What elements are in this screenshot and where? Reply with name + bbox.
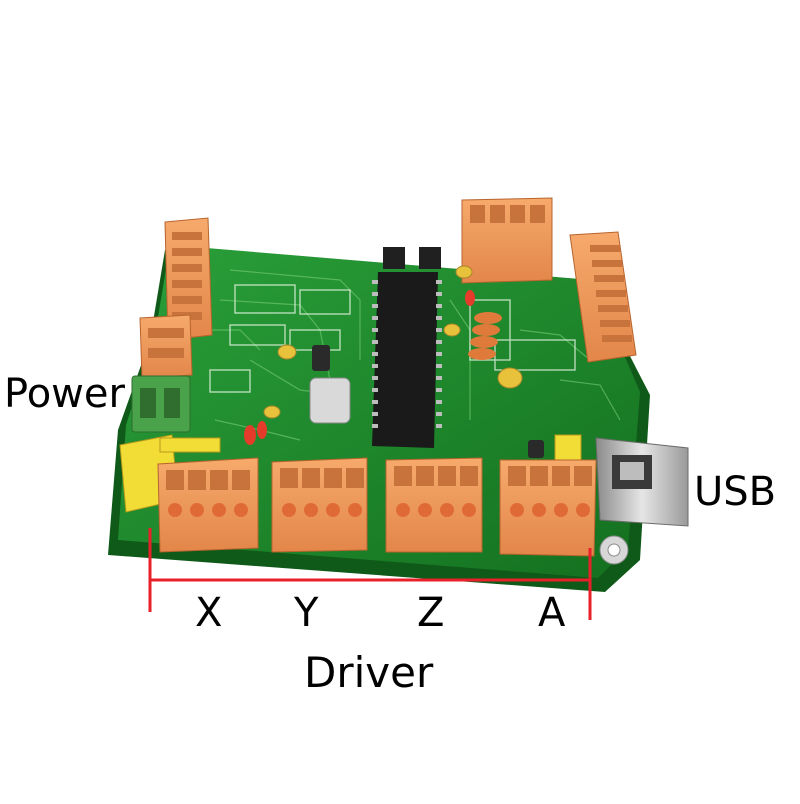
axis-z-label: Z: [417, 590, 445, 636]
driver-terminal-a: [499, 459, 597, 557]
yellow-capacitors: [263, 265, 523, 419]
driver-bracket: [148, 528, 592, 620]
driver-terminal-y: [271, 457, 368, 553]
main-ic-chip: [372, 272, 442, 448]
driver-terminal-z: [385, 457, 483, 553]
usb-label: USB: [694, 469, 777, 515]
resistor-stack: [468, 312, 502, 360]
mounting-hole: [599, 535, 629, 565]
left-terminal-block: [139, 217, 213, 379]
right-terminal-block: [569, 231, 637, 363]
power-connector: [131, 375, 191, 433]
axis-x-label: X: [195, 590, 223, 636]
usb-connector: [595, 437, 689, 527]
axis-a-label: A: [538, 590, 566, 636]
axis-y-label: Y: [294, 590, 319, 636]
big-yellow-capacitor: [119, 434, 582, 513]
crystal-oscillator: [309, 377, 351, 424]
push-buttons: [383, 247, 441, 269]
driver-terminal-x: [157, 457, 259, 553]
driver-label: Driver: [304, 648, 434, 697]
leds: [244, 290, 475, 445]
top-terminal-block: [461, 197, 553, 284]
electrolytic-capacitor: [312, 345, 544, 458]
power-label: Power: [4, 371, 125, 417]
